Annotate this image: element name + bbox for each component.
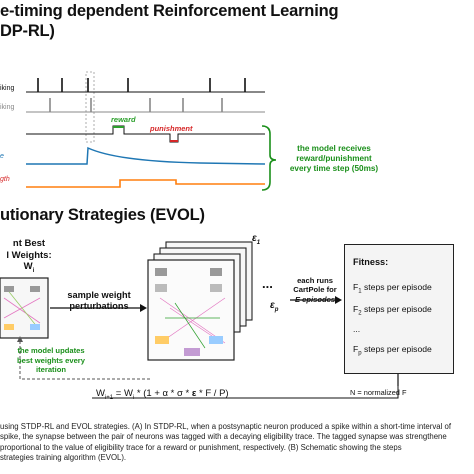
fitness-title: Fitness: (353, 257, 389, 267)
formula-bracket (92, 386, 399, 399)
punishment-label: punishment (150, 124, 193, 133)
current-best-weights-label: nt Best l Weights: Wi (6, 238, 52, 274)
fitness-row-1: F1 steps per episode (353, 282, 432, 295)
stdp-subtitle: DP-RL) (0, 22, 55, 40)
epsilon-p-label: εp (270, 300, 279, 313)
eligibility-trace-curve (26, 146, 266, 165)
figure-caption: using STDP-RL and EVOL strategies. (A) I… (0, 422, 451, 463)
update-formula: Wi+1 = Wi * (1 + α * σ * ε * F / P) (96, 388, 229, 401)
runs-cartpole-label: each runs CartPole for E episodes (293, 276, 337, 304)
sample-perturbations-label: sample weight perturbations (67, 290, 131, 311)
synaptic-strength-curve (26, 179, 265, 188)
row-label-pre-spiking: iking (0, 85, 15, 92)
fitness-row-ellipsis: ... (353, 324, 361, 334)
green-brace (261, 125, 277, 191)
perturbation-dots: ... (262, 276, 273, 291)
perturbation-stack (147, 241, 253, 361)
post-spike-train (49, 98, 223, 112)
fitness-row-2: F2 steps per episode (353, 304, 432, 317)
fitness-row-p: Fp steps per episode (353, 344, 432, 357)
stdp-reward-note: the model receives reward/punishment eve… (289, 144, 379, 173)
reward-punishment-signal (26, 125, 265, 143)
row-label-post-spiking: iking (0, 104, 15, 111)
stdp-title: e-timing dependent Reinforcement Learnin… (0, 2, 339, 20)
update-loop-arrow (19, 340, 150, 380)
normalized-label: N = normalized F (350, 388, 407, 397)
pre-spike-train (37, 78, 246, 92)
row-label-trace: e (0, 153, 4, 160)
evol-title: utionary Strategies (EVOL) (0, 206, 205, 224)
row-label-strength: gth (0, 176, 10, 183)
fitness-panel: Fitness: F1 steps per episode F2 steps p… (344, 244, 454, 374)
update-weights-note: the model updates best weights every ite… (17, 346, 85, 375)
evol-diagram (0, 241, 399, 399)
timing-window-marker (85, 71, 95, 143)
reward-label: reward (111, 115, 136, 124)
stdp-timing-diagram (26, 71, 277, 191)
perturbation-network-graphic (155, 268, 226, 356)
epsilon-1-label: ε1 (252, 233, 261, 246)
